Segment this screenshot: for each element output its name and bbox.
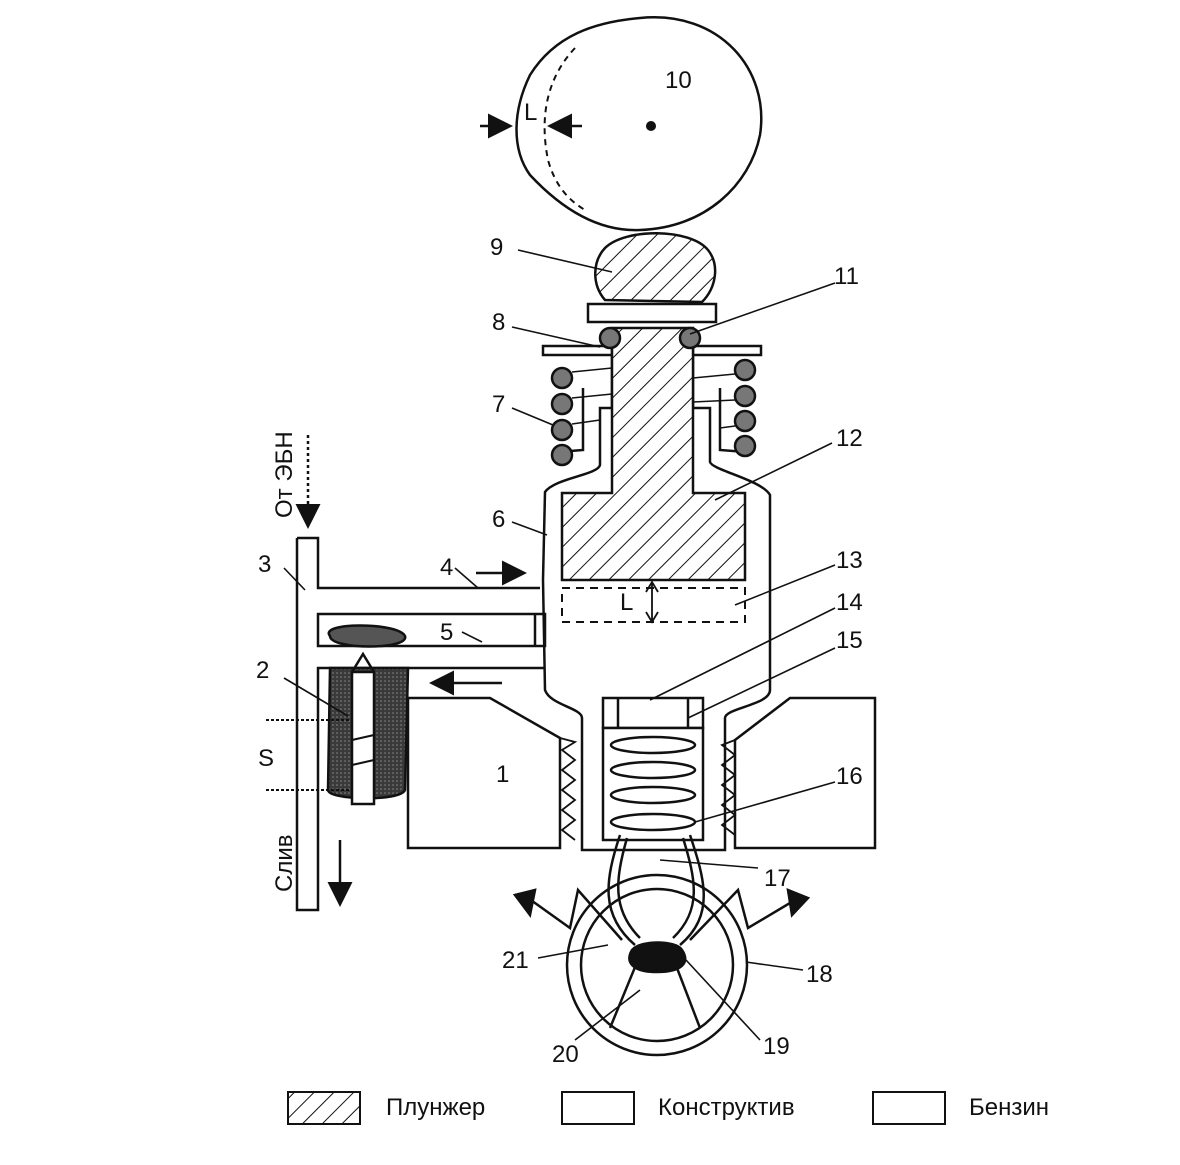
label-drain: Слив [271,835,298,893]
legend-label-plunger: Плунжер [386,1094,485,1121]
legend-label-fuel: Бензин [969,1094,1049,1121]
label-17: 17 [764,865,791,892]
engine-block [406,696,562,850]
label-1: 1 [496,761,509,788]
combustion-chamber [565,873,749,1057]
leader-lines [283,249,836,1041]
label-14: 14 [836,589,863,616]
label-13: 13 [836,547,863,574]
tappet [586,232,718,324]
label-8: 8 [492,309,505,336]
spark-right-icon [689,887,796,941]
check-valve [601,696,705,842]
cam [480,16,763,232]
part-labels: 10 L 9 11 8 7 12 6 13 3 4 L 14 5 15 2 S … [256,67,863,1068]
label-9: 9 [490,234,503,261]
plunger [560,326,747,582]
legend-label-construct: Конструктив [658,1094,795,1121]
injector-needle [607,834,705,946]
label-2: 2 [256,657,269,684]
label-11: 11 [834,263,859,290]
solenoid-valve [266,624,410,806]
label-10: 10 [665,67,692,94]
plunger-spring [550,326,757,467]
label-3: 3 [258,551,271,578]
label-7: 7 [492,391,505,418]
spark-left-icon [527,887,623,941]
label-16: 16 [836,763,863,790]
label-6: 6 [492,506,505,533]
label-18: 18 [806,961,833,988]
label-20: 20 [552,1041,579,1068]
injector-spring [609,735,697,832]
pump-housing [541,335,772,852]
legend-swatch-construct [561,1091,635,1125]
label-5: 5 [440,619,453,646]
pump-chamber [561,587,746,623]
legend-swatch-fuel [872,1091,946,1125]
legend: Плунжер Конструктив Бензин [287,1091,1049,1125]
label-21: 21 [502,947,529,974]
label-4: 4 [440,554,453,581]
legend-swatch-plunger [287,1091,361,1125]
label-S: S [258,745,274,772]
label-L-top: L [524,99,537,126]
label-12: 12 [836,425,863,452]
label-15: 15 [836,627,863,654]
label-from-pump: От ЭБН [271,431,298,518]
label-19: 19 [763,1033,790,1060]
label-L-chamber: L [620,589,633,616]
